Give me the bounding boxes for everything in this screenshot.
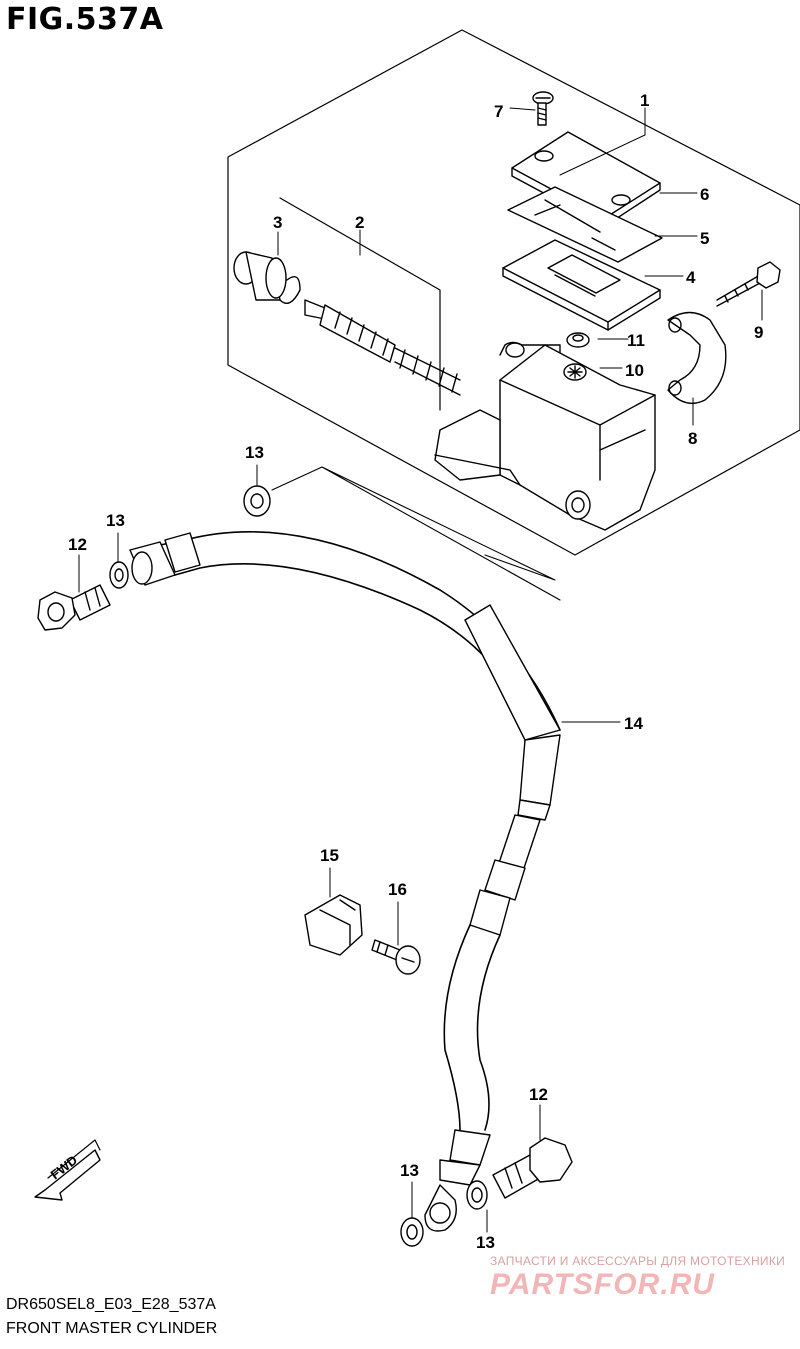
section-name: FRONT MASTER CYLINDER (6, 1320, 218, 1337)
boot-part-3 (233, 251, 287, 301)
callout-5: 5 (700, 229, 709, 248)
callout-14: 14 (624, 714, 643, 733)
diaphragm-plate-part-5 (507, 186, 663, 263)
figure-title: FIG.537A (6, 2, 164, 37)
callout-15: 15 (320, 846, 339, 865)
model-code: DR650SEL8_E03_E28_537A (6, 1296, 216, 1313)
callout-8: 8 (688, 429, 697, 448)
callout-10: 10 (625, 361, 644, 380)
callout-13-upper: 13 (245, 443, 264, 462)
brake-hose-part-14 (129, 531, 561, 1232)
callout-12-lower: 12 (529, 1085, 548, 1104)
watermark-brand: PARTSFOR.RU (490, 1268, 715, 1301)
callout-9: 9 (754, 323, 763, 342)
callout-7: 7 (494, 102, 503, 121)
callout-2: 2 (355, 213, 364, 232)
assembly-outline (227, 29, 800, 556)
washer-part-13-lower-right (466, 1180, 488, 1210)
washer-part-13-lower-left (400, 1217, 424, 1247)
washer-part-13-upper-left (109, 561, 129, 589)
callout-4: 4 (686, 268, 696, 287)
master-cylinder-body (434, 341, 656, 531)
plug-part-11 (566, 332, 590, 348)
callout-3: 3 (273, 213, 282, 232)
banjo-bolt-part-12-lower (492, 1137, 573, 1199)
bolt-part-9 (716, 261, 781, 307)
callout-13-lower-left: 13 (400, 1161, 419, 1180)
diaphragm-part-4 (502, 239, 661, 331)
fwd-arrow-icon: FWD (34, 1139, 101, 1201)
banjo-bolt-part-12-upper (37, 584, 111, 631)
callout-13-lower-right: 13 (476, 1233, 495, 1252)
callout-1: 1 (640, 91, 649, 110)
callout-16: 16 (388, 880, 407, 899)
screw-part-7 (532, 91, 554, 126)
leader-lines (78, 107, 763, 1233)
holder-part-8 (667, 311, 727, 404)
callout-6: 6 (700, 185, 709, 204)
screw-part-16 (371, 939, 421, 975)
callout-12-upper: 12 (68, 535, 87, 554)
clamp-part-15 (304, 894, 363, 956)
watermark-tagline: ЗАПЧАСТИ И АКСЕССУАРЫ ДЛЯ МОТОТЕХНИКИ (490, 1254, 786, 1268)
washer-part-13-upper (243, 485, 271, 517)
hose-bracket (271, 466, 561, 601)
plug-part-10 (563, 363, 587, 381)
piston-kit-part-2 (279, 276, 461, 396)
callout-11: 11 (627, 331, 645, 350)
callout-13-upper-left: 13 (106, 511, 125, 530)
